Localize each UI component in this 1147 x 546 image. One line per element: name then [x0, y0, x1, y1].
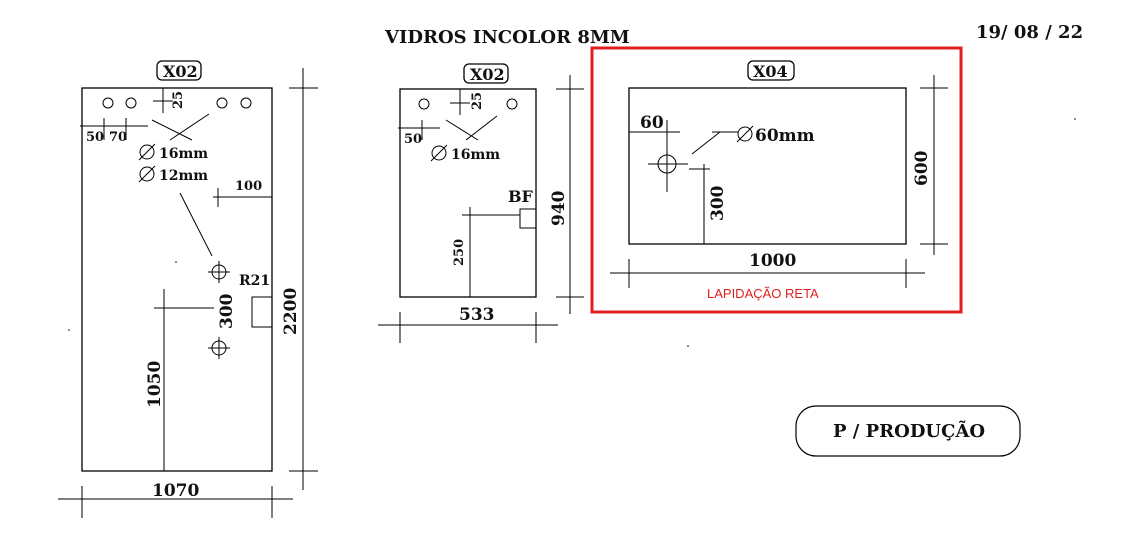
- dim-25: 25: [171, 91, 186, 109]
- hole-16mm: 16mm: [159, 146, 208, 162]
- hole-16mm: 16mm: [451, 147, 500, 163]
- dim-25: 25: [470, 92, 485, 110]
- dim-width-533: 533: [459, 305, 495, 325]
- hole-circle: [216, 97, 228, 109]
- dim-250: 250: [452, 239, 467, 266]
- glass-panel-left: [81, 87, 273, 472]
- piece-tag-box: [156, 60, 202, 81]
- dim-height-940: 940: [549, 190, 569, 226]
- piece-tag: X02: [470, 65, 505, 84]
- dim-70: 70: [109, 130, 127, 145]
- piece-middle: X02 25 50 16mm BF 250 533 940: [378, 63, 584, 343]
- speck: [175, 261, 177, 263]
- dim-50: 50: [404, 132, 422, 147]
- diameter-icon: [431, 145, 447, 161]
- finish-note: LAPIDAÇÃO RETA: [707, 286, 819, 301]
- hole-circle: [506, 98, 518, 110]
- piece-tag-box: [747, 60, 795, 81]
- notch-cutout: [251, 296, 272, 328]
- bf-label: BF: [508, 187, 534, 206]
- hole-circle: [240, 97, 252, 109]
- diameter-icon: [139, 166, 155, 182]
- speck: [68, 329, 70, 331]
- hole-circle: [102, 97, 114, 109]
- production-stamp: P / PRODUÇÃO: [795, 405, 1021, 457]
- notch-cutout: [519, 208, 536, 229]
- drawing-date: 19/ 08 / 22: [976, 22, 1083, 43]
- hole-circle: [418, 98, 430, 110]
- dim-height-2200: 2200: [281, 288, 301, 335]
- radius-r21: R21: [239, 273, 270, 289]
- dim-1050: 1050: [145, 361, 165, 408]
- diameter-icon: [139, 144, 155, 160]
- glass-panel-middle: [399, 88, 537, 298]
- stamp-label: P / PRODUÇÃO: [833, 419, 985, 442]
- dim-60: 60: [640, 113, 664, 133]
- hole-circle: [657, 154, 677, 174]
- dim-100: 100: [235, 179, 262, 194]
- dim-300: 300: [217, 293, 237, 329]
- piece-tag-box: [463, 63, 509, 84]
- dim-width-1000: 1000: [749, 251, 796, 271]
- stamp-border: [795, 405, 1021, 457]
- piece-left: X02 25 50 70 16mm 12mm 100: [58, 60, 318, 518]
- piece-right: X04 60 60mm 300 1000 600 LAPIDAÇÃO RETA: [590, 46, 963, 314]
- drawing-title: VIDROS INCOLOR 8MM: [384, 27, 630, 48]
- speck: [1074, 118, 1076, 120]
- hole-60mm: 60mm: [755, 126, 815, 146]
- glass-panel-right: [628, 87, 907, 245]
- dim-300: 300: [708, 185, 728, 221]
- highlight-frame: [590, 46, 963, 314]
- hole-12mm: 12mm: [159, 168, 208, 184]
- dim-height-600: 600: [912, 150, 932, 186]
- diameter-icon: [737, 126, 753, 142]
- piece-tag: X04: [753, 62, 788, 81]
- dim-50: 50: [86, 130, 104, 145]
- hole-circle: [125, 97, 137, 109]
- dim-width-1070: 1070: [152, 481, 199, 501]
- speck: [687, 345, 689, 347]
- piece-tag: X02: [163, 62, 198, 81]
